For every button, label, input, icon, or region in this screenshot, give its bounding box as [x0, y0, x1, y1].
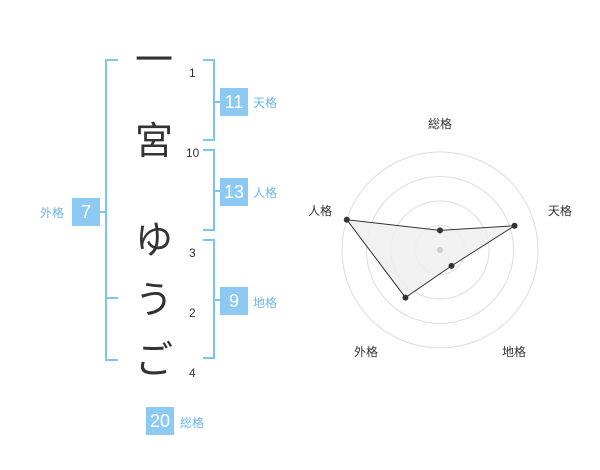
jinkaku-label: 人格: [253, 186, 278, 200]
radar-grid-ring: [341, 151, 539, 349]
gaikaku-badge: 7: [72, 198, 100, 226]
name-char-4: う: [134, 278, 173, 322]
stroke-count-5: 4: [189, 366, 196, 380]
tenkaku-label: 天格: [253, 96, 278, 110]
tenkaku-bracket: [203, 59, 215, 141]
name-char-3: ゆ: [134, 218, 173, 262]
radar-data-point: [511, 222, 518, 229]
chikaku-label: 地格: [253, 296, 278, 310]
soukaku-label: 総格: [180, 416, 205, 430]
stroke-count-4: 2: [189, 306, 196, 320]
radar-axis-label-gaikaku: 外格: [353, 344, 378, 359]
stroke-count-1: 1: [189, 66, 196, 80]
radar-series-polygon: [345, 219, 515, 299]
chikaku-badge: 9: [220, 287, 248, 315]
gaikaku-bracket: [105, 59, 118, 361]
radar-axis-label-soukaku: 総格: [428, 117, 453, 131]
name-char-5: ご: [134, 338, 173, 382]
stroke-count-3: 3: [189, 246, 196, 260]
soukaku-badge: 20: [146, 407, 174, 435]
radar-axis-label-chikaku: 地格: [502, 344, 527, 359]
name-char-2: 宮: [134, 119, 173, 163]
jinkaku-badge: 13: [220, 178, 248, 206]
radar-axis-label-tenkaku: 天格: [547, 204, 572, 219]
radar-data-point: [448, 262, 455, 269]
gaikaku-label: 外格: [40, 206, 65, 220]
radar-axis-label-jinkaku: 人格: [308, 204, 333, 219]
tenkaku-badge: 11: [220, 88, 248, 116]
radar-data-point: [402, 294, 409, 301]
radar-grid-ring: [366, 176, 514, 324]
radar-data-point: [437, 227, 443, 234]
name-char-1: 一: [134, 38, 173, 82]
radar-data-point: [343, 216, 350, 223]
radar-center-dot: [437, 247, 443, 253]
stroke-count-2: 10: [186, 146, 200, 160]
